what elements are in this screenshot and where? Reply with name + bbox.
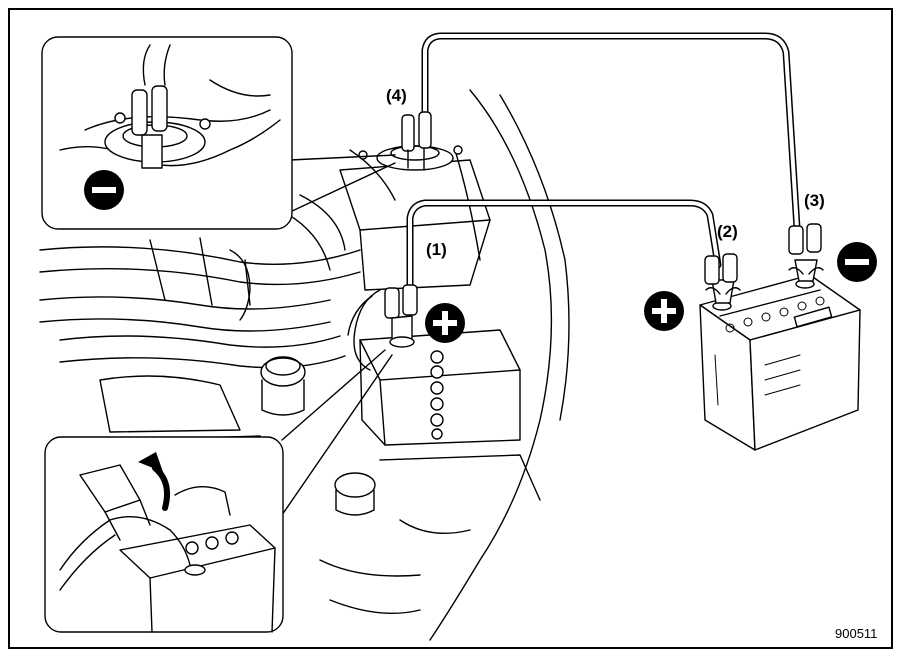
- positive-jumper-cable: [406, 199, 722, 294]
- bay-battery-caps: [430, 350, 444, 440]
- ground-detail-inset: [41, 36, 293, 230]
- label-4: (4): [386, 86, 407, 105]
- negative-jumper-cable: [421, 32, 801, 232]
- positive-terminal-clamp: [347, 284, 418, 371]
- inset-leader-lines: [281, 154, 396, 516]
- curved-arrow-icon: [138, 452, 170, 511]
- engine-bay-linework: [39, 89, 570, 641]
- booster-battery: [699, 223, 861, 451]
- plus-circle-icon: [425, 303, 465, 343]
- plus-circle-icon: [644, 291, 684, 331]
- label-3: (3): [804, 191, 825, 210]
- terminal-cover-inset: [44, 436, 284, 633]
- minus-circle-icon: [84, 170, 124, 210]
- figure-code: 900511: [835, 626, 877, 641]
- ground-point-clamp: [358, 111, 463, 171]
- minus-circle-icon: [837, 242, 877, 282]
- label-1: (1): [426, 240, 447, 259]
- label-2: (2): [717, 222, 738, 241]
